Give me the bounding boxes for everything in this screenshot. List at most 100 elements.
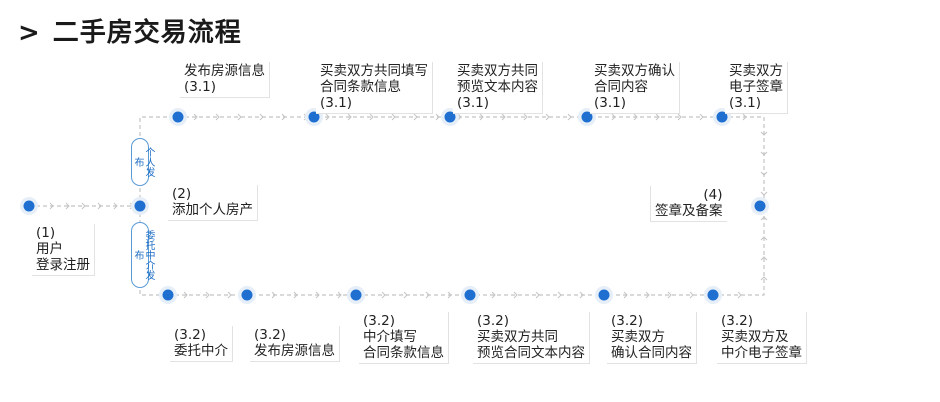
arrow-18 [457, 113, 462, 121]
label-add-property-num: (2) [172, 186, 192, 202]
label-top-1-text: 发布房源信息 [184, 63, 265, 79]
arrow-46 [535, 291, 540, 299]
label-bottom-4-text: 买卖双方共同 预览合同文本内容 [477, 329, 585, 361]
arrow-8 [237, 113, 242, 121]
label-bottom-3: (3.2) 中介填写 合同条款信息 [359, 312, 449, 364]
label-register-text: 用户 登录注册 [36, 241, 90, 273]
arrow-9 [259, 113, 264, 121]
arrow-39 [381, 291, 386, 299]
label-bottom-1-text: 委托中介 [174, 343, 228, 359]
dot-bottom-6 [707, 289, 719, 301]
arrow-47 [557, 291, 562, 299]
arrow-16 [413, 113, 418, 121]
label-top-5: 买卖双方 电子签章 (3.1) [725, 62, 788, 114]
arrow-48 [579, 291, 584, 299]
connector-top-to-end [722, 116, 765, 207]
flow-nodes [20, 108, 769, 304]
arrow-55 [760, 151, 768, 156]
label-top-2-text: 买卖双方共同填写 合同条款信息 [320, 63, 428, 95]
arrow-28 [677, 113, 682, 121]
arrow-35 [293, 291, 298, 299]
label-top-1: 发布房源信息 (3.1) [180, 62, 270, 98]
label-bottom-5: (3.2) 买卖双方 确认合同内容 [607, 312, 697, 364]
label-top-3-num: (3.1) [457, 95, 490, 111]
arrow-3 [97, 202, 102, 210]
label-sign-file: (4) 签章及备案 [650, 186, 727, 222]
label-sign-file-num: (4) [703, 187, 723, 203]
branch-agency-pill: 委托中介发布 [131, 222, 154, 288]
arrow-50 [623, 291, 628, 299]
arrow-31 [205, 291, 210, 299]
arrow-42 [447, 291, 452, 299]
label-bottom-6-text: 买卖双方及 中介电子签章 [721, 329, 802, 361]
dot-bottom-4 [464, 289, 476, 301]
chevron-right-icon: > [18, 18, 41, 48]
label-bottom-6-num: (3.2) [721, 313, 754, 329]
label-bottom-5-text: 买卖双方 确认合同内容 [611, 329, 692, 361]
arrow-34 [271, 291, 276, 299]
arrow-7 [215, 113, 220, 121]
arrow-63 [737, 291, 742, 299]
label-top-2: 买卖双方共同填写 合同条款信息 (3.1) [316, 62, 433, 114]
arrow-52 [667, 291, 672, 299]
arrow-21 [523, 113, 528, 121]
arrow-41 [425, 291, 430, 299]
label-sign-file-text: 签章及备案 [655, 203, 723, 219]
arrow-0 [49, 202, 54, 210]
arrow-26 [633, 113, 638, 121]
label-bottom-5-num: (3.2) [611, 313, 644, 329]
branch-agency-text: 委托中介发布 [132, 230, 154, 280]
arrow-17 [435, 113, 440, 121]
arrow-37 [337, 291, 342, 299]
arrow-4 [113, 202, 118, 210]
dot-sign-file [754, 200, 766, 212]
arrow-44 [491, 291, 496, 299]
arrow-13 [347, 113, 352, 121]
label-bottom-3-num: (3.2) [363, 313, 396, 329]
label-bottom-6: (3.2) 买卖双方及 中介电子签章 [717, 312, 807, 364]
arrow-15 [391, 113, 396, 121]
label-top-3-text: 买卖双方共同 预览文本内容 [457, 63, 538, 95]
dot-bottom-5 [598, 289, 610, 301]
label-register: (1) 用户 登录注册 [32, 224, 95, 276]
arrow-6 [193, 113, 198, 121]
dot-add-property [134, 200, 146, 212]
dot-top-1 [172, 111, 184, 123]
dot-bottom-1 [162, 289, 174, 301]
arrow-57 [760, 191, 768, 196]
arrow-45 [513, 291, 518, 299]
label-bottom-1-num: (3.2) [174, 327, 207, 343]
label-top-2-num: (3.1) [320, 95, 353, 111]
label-add-property: (2) 添加个人房产 [168, 185, 258, 221]
arrow-1 [65, 202, 70, 210]
arrow-40 [403, 291, 408, 299]
label-top-5-num: (3.1) [729, 95, 762, 111]
arrow-27 [655, 113, 660, 121]
label-top-3: 买卖双方共同 预览文本内容 (3.1) [453, 62, 543, 114]
arrow-29 [699, 113, 704, 121]
dot-top-5 [716, 111, 728, 123]
arrow-14 [369, 113, 374, 121]
arrow-60 [760, 236, 768, 241]
arrow-10 [281, 113, 286, 121]
page-title-text: 二手房交易流程 [52, 18, 242, 48]
label-top-4: 买卖双方确认 合同内容 (3.1) [590, 62, 680, 114]
arrow-51 [645, 291, 650, 299]
arrow-30 [183, 291, 188, 299]
dot-top-3 [444, 111, 456, 123]
label-bottom-2: (3.2) 发布房源信息 [250, 326, 340, 362]
dot-top-2 [308, 111, 320, 123]
page-title: > 二手房交易流程 [18, 12, 242, 49]
label-top-1-num: (3.1) [184, 79, 217, 95]
label-top-4-num: (3.1) [594, 95, 627, 111]
branch-personal-text: 个人发布 [132, 147, 154, 177]
arrow-2 [81, 202, 86, 210]
dot-bottom-2 [241, 289, 253, 301]
dot-register [23, 200, 35, 212]
arrow-53 [689, 291, 694, 299]
label-bottom-1: (3.2) 委托中介 [170, 326, 233, 362]
label-bottom-4-num: (3.2) [477, 313, 510, 329]
arrow-62 [742, 113, 747, 121]
arrow-36 [315, 291, 320, 299]
arrow-59 [760, 256, 768, 261]
